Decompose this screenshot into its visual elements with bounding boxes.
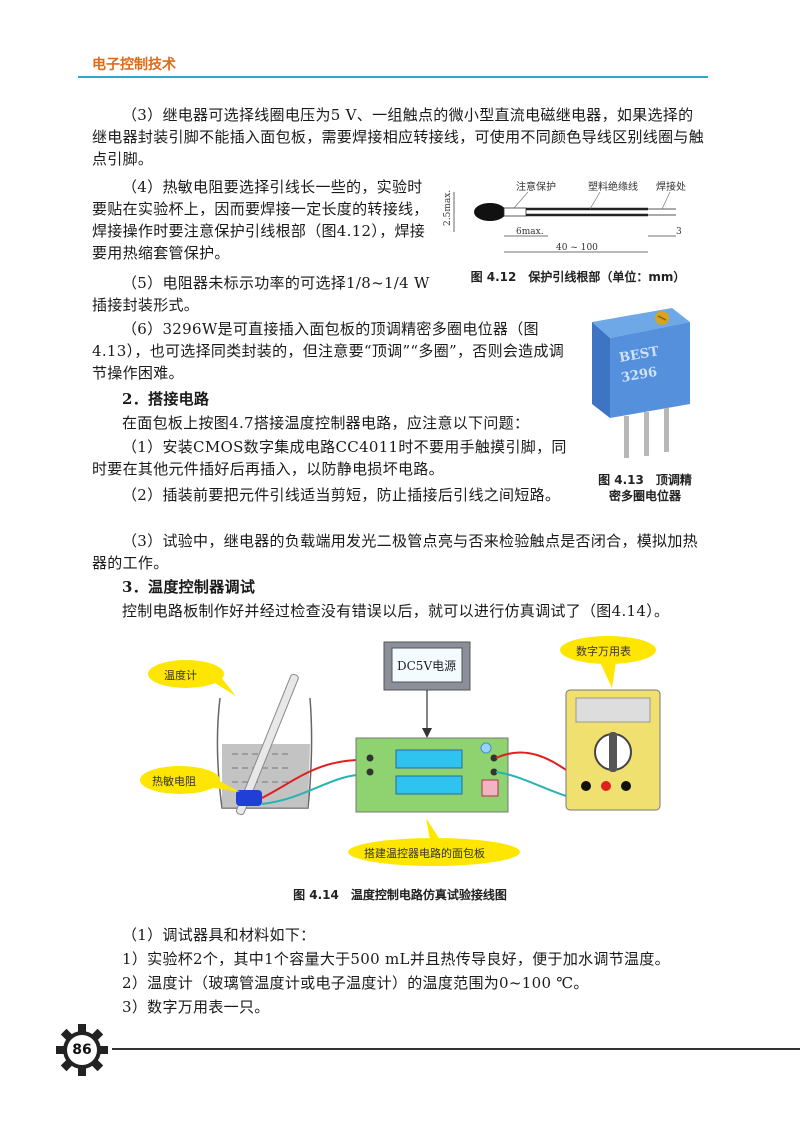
paragraph-relay: （3）继电器可选择线圈电压为5 V、一组触点的微小型直流电磁继电器，如果选择的继… (92, 106, 705, 168)
thermistor-lead-diagram: 2.5max. 注意保护 塑料绝缘线 焊接处 6max. 40 ~ 100 3 (443, 180, 686, 253)
label-solder: 焊接处 (656, 180, 686, 193)
callout-breadboard: 搭建温控器电路的面包板 (364, 846, 485, 860)
paragraph-resistor: （5）电阻器未标示功率的可选择1/8~1/4 W插接封装形式。 (92, 274, 430, 314)
figure-4-13-caption: 图 4.13 顶调精 密多圈电位器 (590, 472, 700, 504)
potentiometer-photo: BEST 3296 (592, 308, 690, 458)
thermistor-bead (474, 203, 506, 221)
page-number: 86 (72, 1042, 92, 1058)
book-title: 电子控制技术 (92, 57, 176, 73)
power-supply-label: DC5V电源 (397, 659, 456, 673)
paragraph-thermometer-range: 2）温度计（玻璃管温度计或电子温度计）的温度范围为0~100 ℃。 (122, 974, 589, 992)
section-heading-wiring: 2．搭接电路 (122, 390, 210, 408)
footer-rule (112, 1048, 800, 1050)
figure-4-12-caption: 图 4.12 保护引线根部（单位：mm） (470, 270, 686, 284)
callout-thermometer: 温度计 (164, 668, 197, 682)
dim-6-label: 6max. (516, 227, 544, 237)
paragraph-thermistor: （4）热敏电阻要选择引线长一些的，实验时要贴在实验杯上，因而要焊接一定长度的转接… (92, 178, 429, 262)
test-wiring-diagram: 温度计 热敏电阻 DC5V电源 数字万用表 搭建温控器电路的面包板 (140, 636, 661, 866)
gear-icon (56, 1024, 108, 1076)
thermistor-probe (236, 790, 262, 806)
paragraph-trim-leads: （2）插装前要把元件引线适当剪短，防止插接后引线之间短路。 (122, 486, 561, 504)
header-rule (78, 76, 708, 78)
dim-3-label: 3 (676, 227, 682, 237)
dim-height-label: 2.5max. (443, 190, 453, 226)
callout-multimeter: 数字万用表 (576, 644, 631, 658)
section-heading-debug: 3．温度控制器调试 (122, 578, 256, 596)
paragraph-cmos: （1）安装CMOS数字集成电路CC4011时不要用手触摸引脚，同时要在其他元件插… (92, 438, 567, 478)
paragraph-multimeter: 3）数字万用表一只。 (122, 998, 270, 1016)
label-insulation: 塑料绝缘线 (588, 180, 638, 193)
paragraph-cups: 1）实验杯2个，其中1个容量大于500 mL并且热传导良好，便于加水调节温度。 (122, 950, 670, 968)
paragraph-wiring-intro: 在面包板上按图4.7搭接温度控制器电路，应注意以下问题： (122, 414, 530, 432)
pot-marking-brand: BEST (618, 344, 660, 366)
figure-4-13-caption-line1: 图 4.13 顶调精 (598, 473, 692, 487)
thermometer (235, 673, 299, 816)
paragraph-potentiometer: （6）3296W是可直接插入面包板的顶调精密多圈电位器（图4.13），也可选择同… (92, 320, 565, 382)
figure-4-13-caption-line2: 密多圈电位器 (608, 489, 681, 503)
pot-marking-model: 3296 (620, 365, 658, 386)
paragraph-tools-intro: （1）调试器具和材料如下： (122, 926, 316, 944)
dim-range-label: 40 ~ 100 (556, 243, 598, 253)
figure-4-14-caption: 图 4.14 温度控制电路仿真试验接线图 (293, 888, 507, 902)
paragraph-test-led: （3）试验中，继电器的负载端用发光二极管点亮与否来检验触点是否闭合，模拟加热器的… (92, 532, 698, 572)
label-attention: 注意保护 (516, 180, 556, 193)
paragraph-simulation: 控制电路板制作好并经过检查没有错误以后，就可以进行仿真调试了（图4.14）。 (122, 602, 670, 620)
callout-thermistor: 热敏电阻 (152, 774, 196, 788)
